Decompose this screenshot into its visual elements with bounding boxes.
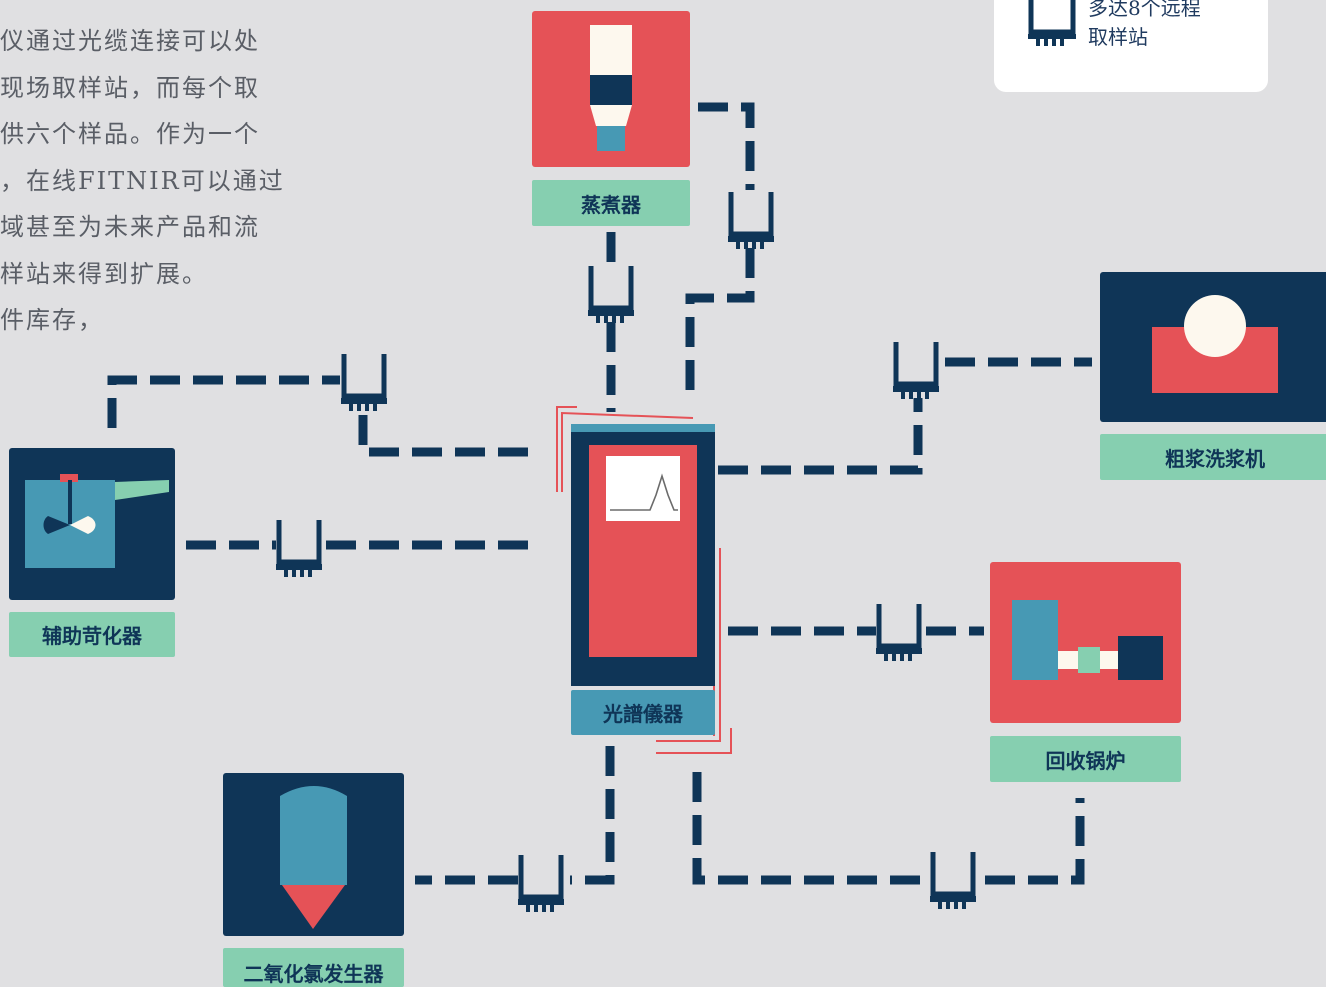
sampling-station-icon — [341, 354, 387, 411]
connector-digester-loop-top — [698, 102, 755, 190]
connection-lines — [107, 102, 1092, 885]
label-boiler: 回收锅炉 — [990, 736, 1181, 782]
intro-line: 供六个样品。作为一个 — [0, 120, 260, 148]
spectrum-peak — [610, 473, 678, 511]
boiler-unit — [990, 562, 1181, 723]
connector-causticizer-loop-top — [107, 375, 340, 428]
connector-boiler-loop-station — [985, 798, 1085, 885]
causticizer-unit — [9, 448, 175, 600]
label-causticizer: 辅助苛化器 — [9, 612, 175, 657]
intro-line: 仪通过光缆连接可以处 — [0, 27, 260, 55]
connector-analyzer-washer-station — [718, 398, 923, 475]
digester-unit — [532, 11, 690, 167]
spectrum-display — [606, 456, 680, 521]
washer-unit — [1100, 272, 1326, 422]
sampling-station-icon — [1028, 0, 1076, 46]
sampling-station-icon — [893, 342, 939, 399]
sampling-station-icon — [930, 852, 976, 909]
intro-text: 仪通过光缆连接可以处 现场取样站，而每个取 供六个样品。作为一个 ，在线FITN… — [0, 18, 300, 344]
intro-line: 样站来得到扩展。 — [0, 259, 208, 288]
connector-digester-loop-bottom — [685, 248, 755, 398]
connector-analyzer-clo2-station — [570, 746, 615, 885]
label-clo2-generator: 二氧化氯发生器 — [223, 948, 404, 987]
intro-line: 件库存， — [0, 306, 104, 334]
legend-card: 多达8个远程 取样站 — [994, 0, 1268, 92]
sampling-station-icon — [728, 192, 774, 249]
intro-line: 现场取样站，而每个取 — [0, 73, 260, 102]
clo2-generator-unit — [223, 773, 404, 936]
analyzer-unit — [556, 406, 732, 754]
legend-line-1: 多达8个远程 — [1088, 0, 1201, 20]
legend-line-2: 取样站 — [1088, 25, 1148, 49]
connector-analyzer-boiler-loop — [692, 772, 930, 885]
intro-line: ，在线FITNIR可以通过 — [0, 166, 285, 195]
sampling-station-icon — [276, 520, 322, 577]
label-digester: 蒸煮器 — [532, 180, 690, 226]
sampling-station-icon — [876, 604, 922, 661]
label-washer: 粗浆洗浆机 — [1100, 434, 1326, 480]
intro-line: 域甚至为未来产品和流 — [0, 213, 260, 241]
sampling-station-icon — [518, 855, 564, 912]
connector-causticizer-loop-bottom — [358, 415, 540, 457]
sampling-station-icon — [588, 266, 634, 323]
label-analyzer: 光譜儀器 — [571, 690, 715, 735]
